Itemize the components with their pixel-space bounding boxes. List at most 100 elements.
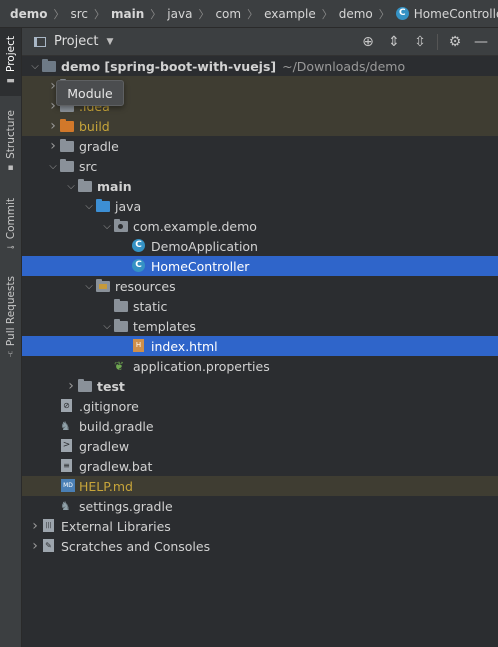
toolbar-divider: [437, 34, 438, 50]
tree-node[interactable]: ›build: [22, 116, 498, 136]
tree-node[interactable]: ›|||External Libraries: [22, 516, 498, 536]
tree-node[interactable]: ≡gradlew.bat: [22, 456, 498, 476]
class-icon: C: [395, 7, 409, 20]
chevron-right-icon[interactable]: ›: [32, 538, 38, 554]
chevron-right-icon[interactable]: ›: [50, 78, 56, 94]
breadcrumb-separator: 〉: [150, 7, 162, 21]
folder-grey: [60, 159, 74, 173]
chevron-down-icon[interactable]: ⌵: [103, 320, 111, 332]
md-icon: MD: [60, 479, 75, 493]
breadcrumb-item[interactable]: java: [167, 7, 192, 21]
breadcrumb-separator: 〉: [53, 7, 65, 21]
tab-structure-label: Structure: [4, 110, 17, 159]
chevron-down-icon[interactable]: ⌵: [103, 220, 111, 232]
chevron-right-icon[interactable]: ›: [50, 98, 56, 114]
tree-node-label: DemoApplication: [151, 238, 258, 254]
tab-structure[interactable]: Structure ▪: [0, 110, 21, 184]
breadcrumb-label: demo: [338, 6, 373, 21]
tree-node[interactable]: static: [22, 296, 498, 316]
terminal-icon: >: [61, 439, 72, 452]
commit-icon: ⊸: [6, 243, 15, 254]
tree-node-label: com.example.demo: [133, 218, 257, 234]
tree-node[interactable]: ⌵resources: [22, 276, 498, 296]
tree-node-label: .gitignore: [79, 398, 139, 414]
chevron-right-icon[interactable]: ›: [68, 378, 74, 394]
tree-node-label: Scratches and Consoles: [61, 538, 211, 554]
minimize-icon[interactable]: —: [474, 34, 488, 50]
tree-node[interactable]: ⊘.gitignore: [22, 396, 498, 416]
chevron-right-icon[interactable]: ›: [32, 518, 38, 534]
chevron-down-icon[interactable]: ⌵: [49, 160, 57, 172]
breadcrumb-item[interactable]: C HomeController: [395, 6, 498, 21]
tab-project[interactable]: Project ▬: [0, 28, 21, 96]
html-icon: H: [132, 339, 146, 353]
tree-node[interactable]: ♞settings.gradle: [22, 496, 498, 516]
tree-node[interactable]: › gradle: [22, 136, 498, 156]
project-path-label: ~/Downloads/demo: [282, 58, 406, 74]
tooltip: Module: [56, 80, 124, 106]
tree-node[interactable]: ⌵demo [spring-boot-with-vuejs]~/Download…: [22, 56, 498, 76]
folder-icon: ▬: [6, 75, 15, 86]
tree-node[interactable]: > gradlew: [22, 436, 498, 456]
class-icon: C: [132, 259, 146, 273]
breadcrumb-item[interactable]: main: [111, 7, 144, 21]
breadcrumb-label: com: [215, 6, 242, 21]
expand-all-icon[interactable]: ⇕: [388, 34, 400, 50]
folder-grey: [60, 139, 74, 153]
chevron-down-icon[interactable]: ⌵: [31, 60, 39, 72]
breadcrumb-label: demo: [10, 6, 48, 21]
breadcrumb-label: HomeController: [413, 6, 498, 21]
gear-icon[interactable]: ⚙: [448, 34, 462, 50]
tree-node-label: gradlew: [79, 438, 130, 454]
breadcrumb-separator: 〉: [94, 7, 106, 21]
tree-node-label: static: [133, 298, 168, 314]
tab-pull-requests[interactable]: Pull Requests ⑂: [0, 276, 21, 368]
chevron-down-icon[interactable]: ▼: [106, 36, 114, 47]
gradle-icon: ♞: [60, 419, 71, 433]
tab-commit[interactable]: Commit ⊸: [0, 198, 21, 260]
breadcrumb-separator: 〉: [378, 7, 390, 21]
tree-node-label: settings.gradle: [79, 498, 173, 514]
tree-node[interactable]: ›✎Scratches and Consoles: [22, 536, 498, 556]
tree-node[interactable]: ›test: [22, 376, 498, 396]
chevron-right-icon[interactable]: ›: [50, 138, 56, 154]
tree-node-label: External Libraries: [61, 518, 171, 534]
tree-node[interactable]: ⌵main: [22, 176, 498, 196]
breadcrumb-item[interactable]: src: [70, 7, 88, 21]
tree-node-label: gradle: [79, 138, 119, 154]
breadcrumb-item[interactable]: demo: [10, 7, 47, 21]
chevron-down-icon[interactable]: ⌵: [85, 280, 93, 292]
tree-node[interactable]: ❦application.properties: [22, 356, 498, 376]
tree-node[interactable]: ⌵ java: [22, 196, 498, 216]
folder-orange: [60, 119, 74, 133]
tab-commit-label: Commit: [4, 198, 17, 240]
module-folder: [42, 59, 56, 73]
breadcrumb-label: example: [264, 6, 316, 21]
file-icon: ≡: [60, 459, 74, 473]
tree-node[interactable]: ⌵ templates: [22, 316, 498, 336]
breadcrumb-label: src: [70, 6, 89, 21]
breadcrumb-separator: 〉: [198, 7, 210, 21]
chevron-right-icon[interactable]: ›: [50, 118, 56, 134]
project-header: Project ▼ ⊕ ⇕ ⇳ ⚙ —: [22, 28, 498, 56]
breadcrumb-item[interactable]: demo: [339, 7, 373, 21]
tree-node-label: index.html: [151, 338, 218, 354]
chevron-down-icon[interactable]: ⌵: [85, 200, 93, 212]
project-view-selector[interactable]: Project: [54, 34, 99, 49]
tree-node-label: templates: [133, 318, 196, 334]
tree-node[interactable]: ♞build.gradle: [22, 416, 498, 436]
breadcrumb-item[interactable]: example: [264, 7, 316, 21]
breadcrumb-item[interactable]: com: [215, 7, 241, 21]
collapse-all-icon[interactable]: ⇳: [414, 34, 426, 50]
tree-node[interactable]: ⌵ com.example.demo: [22, 216, 498, 236]
chevron-down-icon[interactable]: ⌵: [67, 180, 75, 192]
tree-node[interactable]: ⌵src: [22, 156, 498, 176]
tree-node-label: java: [115, 198, 142, 214]
folder-grey: [114, 299, 128, 313]
locate-icon[interactable]: ⊕: [362, 34, 374, 50]
